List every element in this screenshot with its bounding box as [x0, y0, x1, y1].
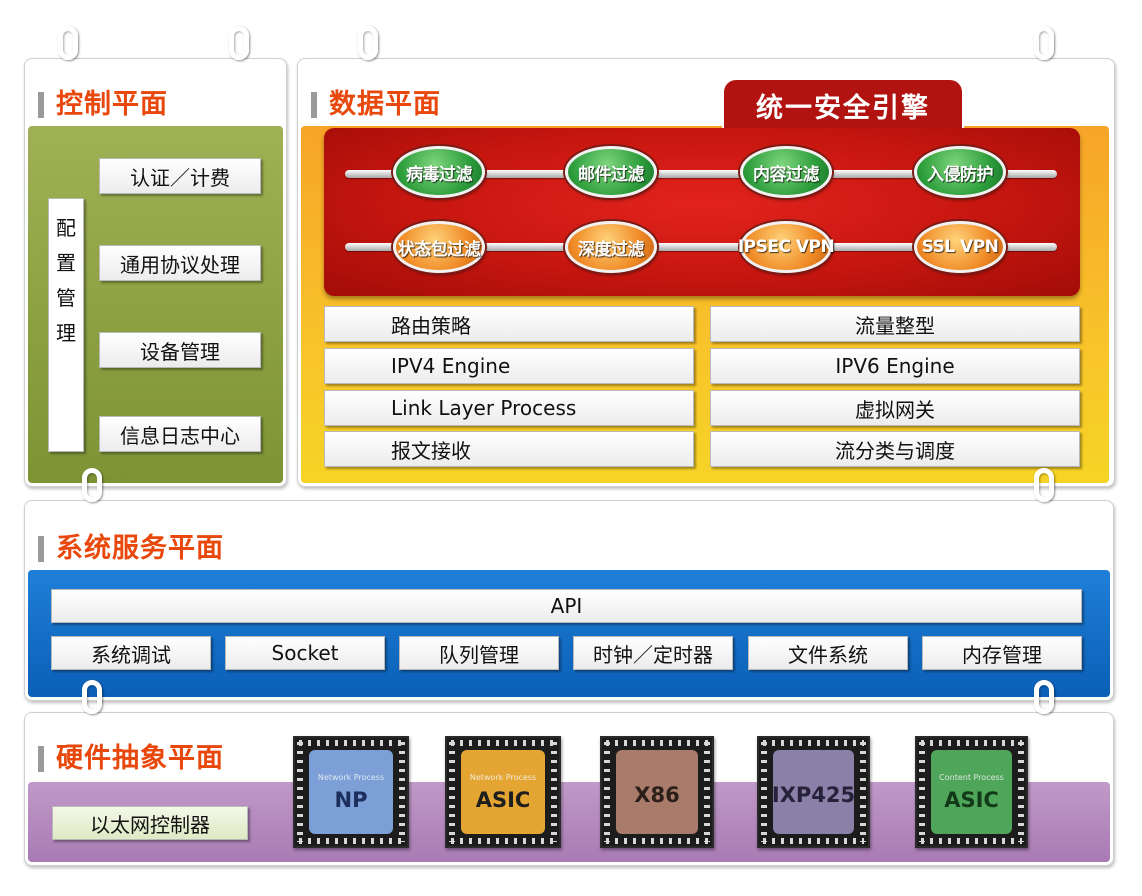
np-chip-die: Network Process NP: [309, 750, 393, 834]
binder-ring-icon: [1034, 680, 1054, 714]
intrusion-prevention-node: 入侵防护: [914, 146, 1006, 198]
file-system-module: 文件系统: [748, 636, 908, 670]
np-chip-subtitle: Network Process: [317, 772, 385, 782]
link-layer-module: Link Layer Process: [324, 390, 694, 426]
control-plane-title-bar: [38, 92, 44, 118]
asic-network-chip-subtitle: Network Process: [469, 772, 537, 782]
stateful-filter-node: 状态包过滤: [393, 221, 485, 273]
virtual-gateway-module: 虚拟网关: [710, 390, 1080, 426]
queue-management-module: 队列管理: [399, 636, 559, 670]
asic-content-chip: Content Process ASIC: [915, 736, 1028, 848]
data-plane-title: 数据平面: [329, 89, 441, 120]
data-plane-title-bar: [311, 92, 317, 118]
engine-rail-bottom: [345, 243, 1057, 251]
asic-network-chip: Network Process ASIC: [445, 736, 561, 848]
config-management-char: 配: [56, 216, 76, 240]
binder-ring-icon: [229, 26, 249, 60]
asic-content-chip-label: ASIC: [944, 787, 999, 812]
config-management-char: 管: [56, 286, 76, 310]
ipv6-engine-module: IPV6 Engine: [710, 348, 1080, 384]
packet-receive-module: 报文接收: [324, 431, 694, 467]
x86-chip: X86: [600, 736, 714, 848]
routing-policy-module: 路由策略: [324, 306, 694, 342]
x86-chip-label: X86: [634, 783, 680, 807]
ethernet-controller-module: 以太网控制器: [52, 806, 248, 840]
protocol-processing-module: 通用协议处理: [99, 245, 261, 281]
traffic-shaping-module: 流量整型: [710, 306, 1080, 342]
np-chip-label: NP: [334, 787, 368, 812]
api-bar: API: [51, 589, 1082, 623]
x86-chip-die: X86: [616, 750, 698, 834]
device-management-module: 设备管理: [99, 332, 261, 368]
config-management-label: 配 置 管 理: [48, 198, 84, 452]
auth-billing-module: 认证／计费: [99, 158, 261, 194]
config-management-char: 置: [56, 251, 76, 275]
system-service-title: 系统服务平面: [56, 533, 224, 564]
ixp425-chip: IXP425: [757, 736, 870, 848]
socket-module: Socket: [225, 636, 385, 670]
ipv4-engine-module: IPV4 Engine: [324, 348, 694, 384]
binder-ring-icon: [358, 26, 378, 60]
deep-filter-node: 深度过滤: [565, 221, 657, 273]
clock-timer-module: 时钟／定时器: [573, 636, 733, 670]
binder-ring-icon: [1034, 468, 1054, 502]
ssl-vpn-node: SSL VPN: [914, 221, 1006, 273]
content-filter-node: 内容过滤: [740, 146, 832, 198]
memory-management-module: 内存管理: [922, 636, 1082, 670]
hardware-title-bar: [38, 746, 44, 772]
binder-ring-icon: [82, 468, 102, 502]
log-center-module: 信息日志中心: [99, 416, 261, 452]
security-engine-title: 统一安全引擎: [722, 78, 964, 130]
system-service-title-bar: [38, 536, 44, 562]
config-management-char: 理: [56, 321, 76, 345]
virus-filter-node: 病毒过滤: [393, 146, 485, 198]
np-chip: Network Process NP: [293, 736, 409, 848]
binder-ring-icon: [82, 680, 102, 714]
asic-network-chip-label: ASIC: [475, 787, 531, 812]
engine-rail-top: [345, 170, 1057, 178]
hardware-title: 硬件抽象平面: [56, 743, 224, 774]
mail-filter-node: 邮件过滤: [565, 146, 657, 198]
asic-content-chip-subtitle: Content Process: [939, 772, 1004, 782]
control-plane-title: 控制平面: [56, 89, 168, 120]
ipsec-vpn-node: IPSEC VPN: [738, 221, 835, 273]
binder-ring-icon: [58, 26, 78, 60]
flow-classification-module: 流分类与调度: [710, 431, 1080, 467]
ixp425-chip-die: IXP425: [771, 750, 856, 834]
binder-ring-icon: [1034, 26, 1054, 60]
ixp425-chip-label: IXP425: [771, 783, 856, 807]
asic-content-chip-die: Content Process ASIC: [931, 750, 1012, 834]
system-debug-module: 系统调试: [51, 636, 211, 670]
asic-network-chip-die: Network Process ASIC: [461, 750, 545, 834]
